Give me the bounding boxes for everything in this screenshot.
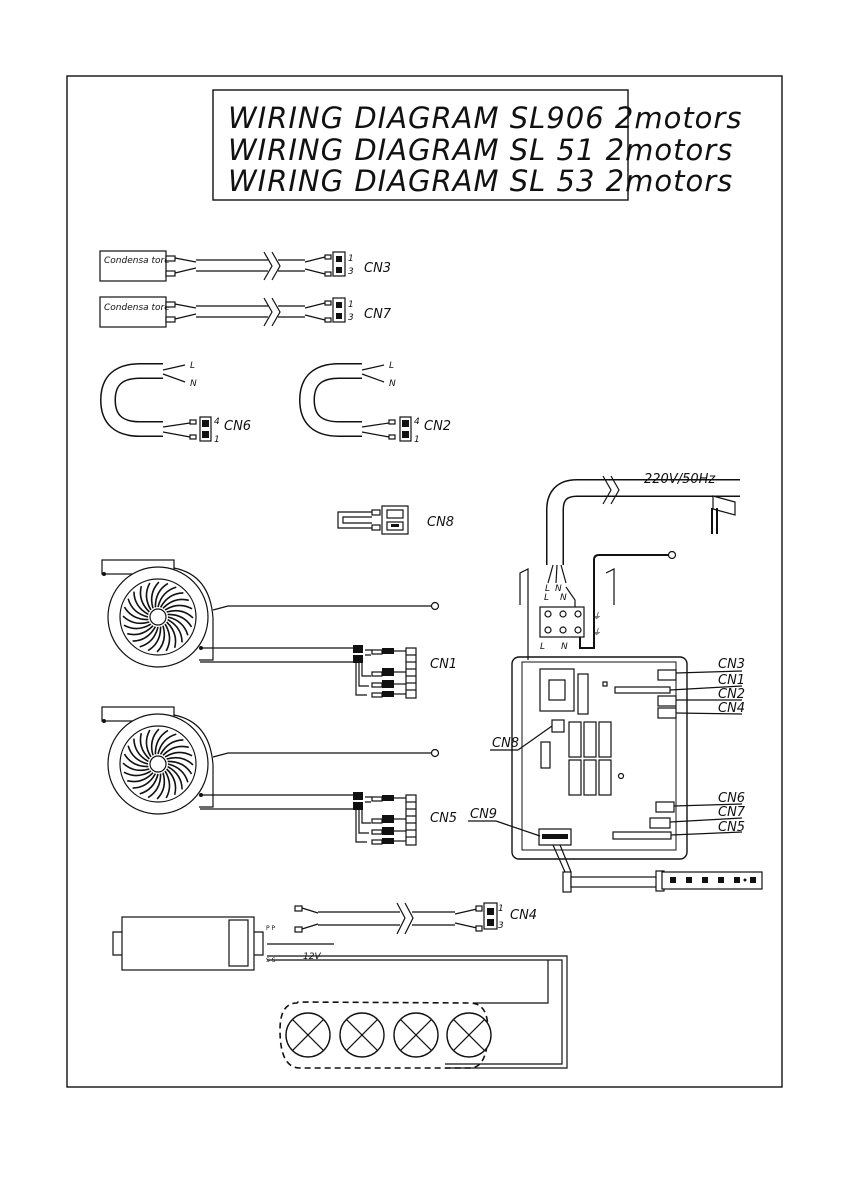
earth-terminal-icon (669, 552, 676, 559)
board-labels-right: CN3 CN1 CN2 CN4 CN6 CN7 CN5 (670, 657, 746, 835)
title-line-1: WIRING DIAGRAM SL906 2motors (228, 101, 742, 135)
terminal-label-l: L (544, 593, 549, 603)
board-socket-cn4 (658, 708, 676, 718)
pin-label: 3 (348, 313, 354, 323)
board-socket-cn1 (615, 687, 670, 693)
pin-label: 1 (214, 435, 220, 445)
pin-label: 3 (348, 267, 354, 277)
board-socket-cn3 (658, 670, 676, 680)
board-label-cn1: CN1 (718, 673, 745, 688)
pin-label: 4 (414, 417, 420, 427)
capacitor-cable-cn3: Condensa tore 1 3 CN3 (100, 251, 391, 281)
pin-label: 4 (214, 417, 220, 427)
board-socket-cn7 (650, 818, 670, 828)
terminal-label-n: N (560, 593, 567, 603)
control-board (512, 657, 687, 859)
connector-label-cn6: CN6 (224, 419, 251, 434)
wire-label-l: L (389, 361, 394, 371)
motor-1: CN1 (102, 560, 457, 698)
earth-terminal-icon (432, 603, 439, 610)
title-box: WIRING DIAGRAM SL906 2motors WIRING DIAG… (213, 90, 742, 200)
lamp-icon-1 (286, 1013, 330, 1057)
connector-label-cn8: CN8 (427, 515, 454, 530)
board-label-cn8: CN8 (492, 736, 519, 751)
switch-cable-cn6: L N 4 1 CN6 (108, 361, 251, 445)
connector-label-cn5: CN5 (430, 811, 457, 826)
terminal-label-l: L (540, 642, 545, 652)
board-label-cn9: CN9 (470, 807, 497, 822)
lamp-icon-3 (394, 1013, 438, 1057)
pin-label: 1 (348, 254, 354, 264)
pin-label: 3 (498, 921, 504, 931)
connector-label-cn3: CN3 (364, 261, 391, 276)
board-label-cn3: CN3 (718, 657, 745, 672)
wire-label-n: N (389, 379, 396, 389)
motor-connector-cn1: CN1 (353, 645, 457, 698)
board-labels-left: CN8 CN9 (468, 726, 552, 836)
connector-label-cn7: CN7 (364, 307, 392, 322)
pin-label: 1 (348, 300, 354, 310)
connector-label-cn4: CN4 (510, 908, 537, 923)
earth-terminal-icon (432, 750, 439, 757)
keypad-icon (662, 872, 762, 889)
connector-label-cn1: CN1 (430, 657, 457, 672)
connector-label-cn2: CN2 (424, 419, 451, 434)
pin-label: 1 (498, 904, 504, 914)
transformer: P P S S 12V (113, 917, 334, 970)
wire-label-l: L (190, 361, 195, 371)
pin-label: 1 (414, 435, 420, 445)
earth-symbol-icon: ⏚ (592, 627, 601, 638)
board-socket-cn6 (656, 802, 674, 812)
board-label-cn7: CN7 (718, 805, 746, 820)
board-label-cn6: CN6 (718, 791, 745, 806)
voltage-label: 220V/50Hz (644, 472, 716, 487)
switch-cable-cn2: L N 4 1 CN2 (307, 361, 451, 445)
capacitor-cable-cn7: Condensa tore 1 3 CN7 (100, 297, 392, 327)
motor-2: CN5 (102, 707, 457, 845)
mains-cable: 220V/50Hz L N (545, 472, 740, 622)
title-line-3: WIRING DIAGRAM SL 53 2motors (228, 164, 733, 198)
halogen-lamps (280, 1002, 491, 1068)
terminal-block: L N ⏚ ⏚ L N (540, 593, 601, 652)
lamp-icon-4 (447, 1013, 491, 1057)
title-line-2: WIRING DIAGRAM SL 51 2motors (228, 133, 733, 167)
wire-label-n: N (190, 379, 197, 389)
board-socket-cn5 (613, 832, 671, 839)
primary-label: P P (266, 925, 276, 932)
board-label-cn2: CN2 (718, 687, 745, 702)
capacitor-label: Condensa tore (104, 256, 170, 266)
terminal-label-n: N (561, 642, 568, 652)
light-cable-cn4: 1 3 CN4 (295, 903, 537, 934)
board-socket-cn8 (552, 720, 564, 732)
capacitor-label: Condensa tore (104, 303, 170, 313)
jumper-cn8: CN8 (338, 506, 454, 534)
board-label-cn4: CN4 (718, 701, 745, 716)
board-socket-cn2 (658, 696, 676, 706)
earth-symbol-icon: ⏚ (592, 611, 601, 622)
lamp-icon-2 (340, 1013, 384, 1057)
board-label-cn5: CN5 (718, 820, 745, 835)
keypad-ribbon (553, 845, 762, 892)
motor-connector-cn5: CN5 (353, 792, 457, 845)
